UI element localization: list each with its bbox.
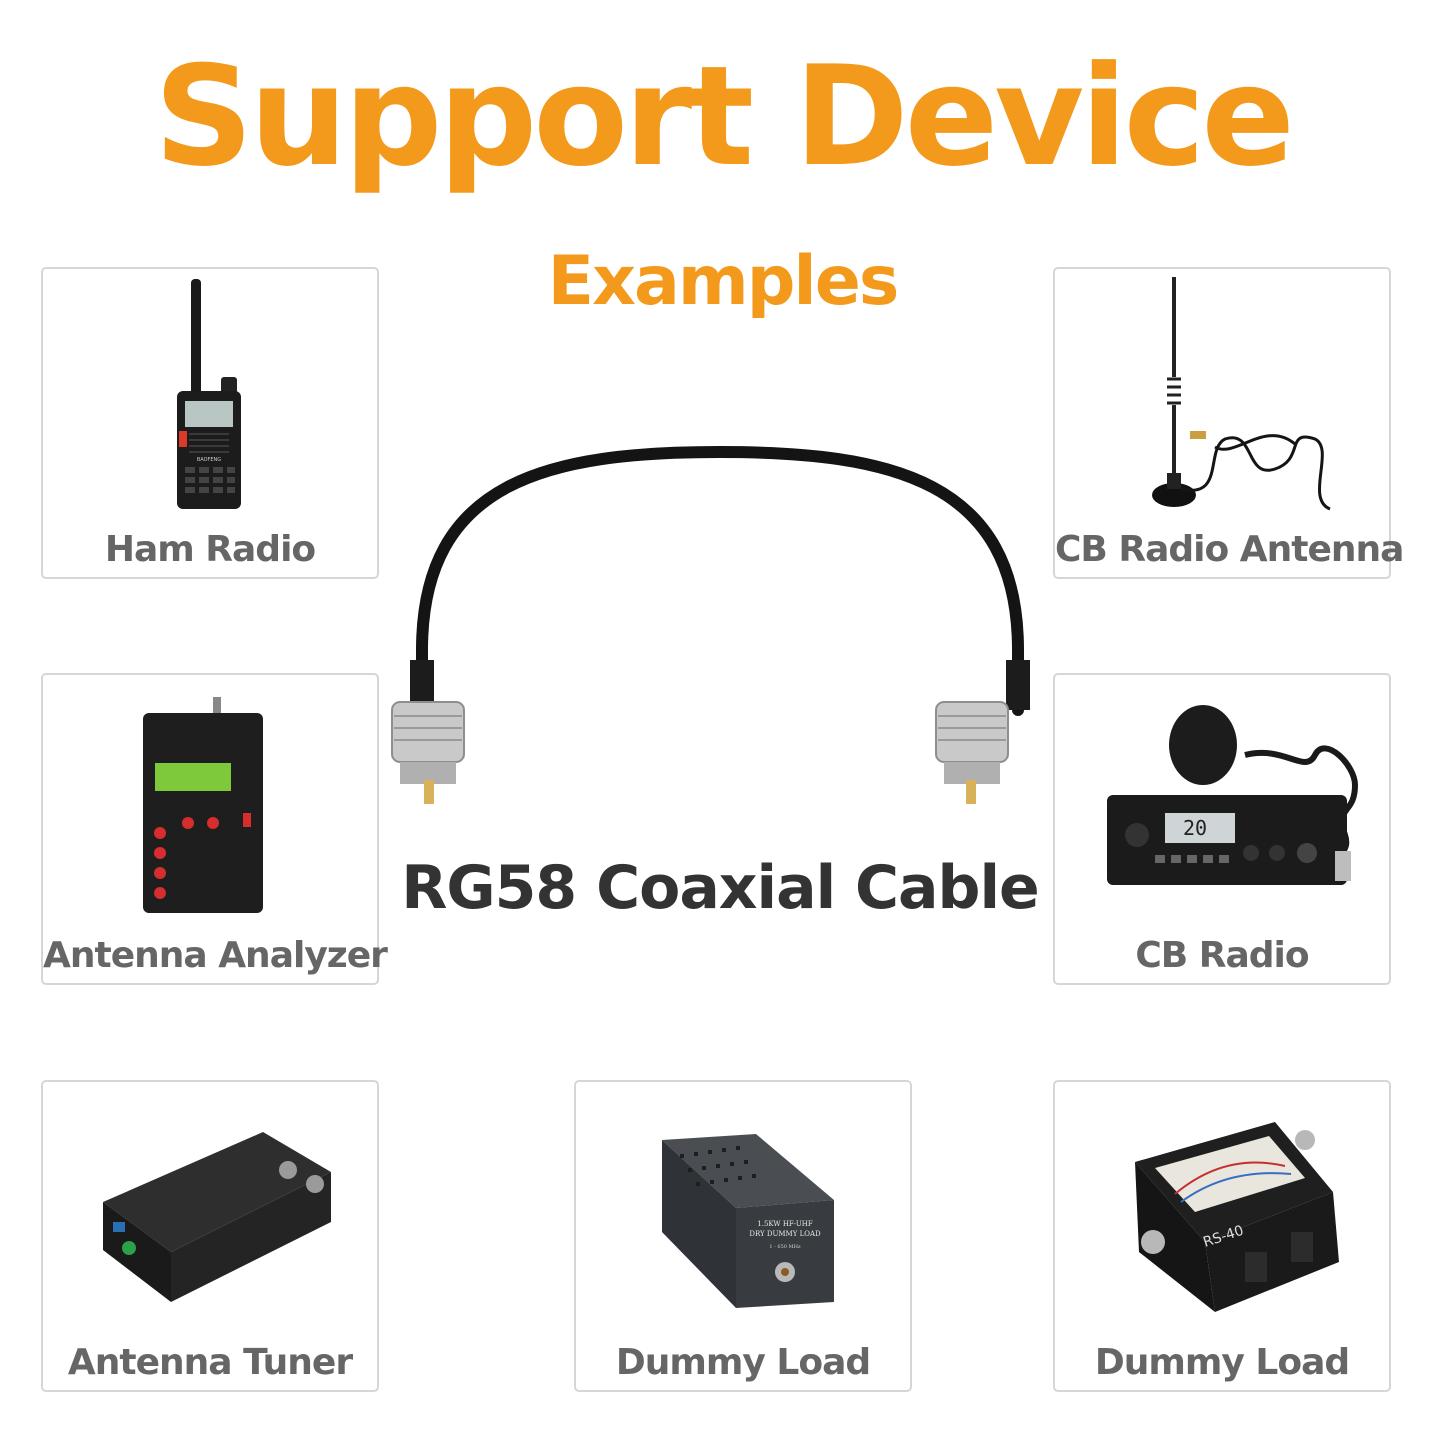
page-title: Support Device — [154, 36, 1295, 197]
device-label: Antenna Analyzer — [43, 934, 388, 976]
device-label: Dummy Load — [615, 1341, 871, 1383]
cb-radio-icon: 20 — [1107, 705, 1359, 886]
device-card-swr-meter: RS-40 Dummy Load — [1053, 1080, 1391, 1392]
swr-meter-icon: RS-40 — [1135, 1122, 1339, 1312]
device-label: Dummy Load — [1094, 1341, 1350, 1383]
antenna-analyzer-icon — [143, 697, 263, 913]
dummy-load-line1: 1.5KW HF-UHF — [757, 1220, 813, 1228]
coaxial-cable-icon — [391, 445, 1030, 804]
device-card-cb-radio-antenna: CB Radio Antenna — [1053, 267, 1404, 579]
dummy-load-icon: 1.5KW HF-UHF DRY DUMMY LOAD 1 - 650 MHz — [662, 1134, 834, 1308]
cb-display: 20 — [1183, 816, 1207, 840]
handheld-radio-icon: BAOFENG — [177, 279, 241, 509]
device-label: CB Radio Antenna — [1055, 528, 1404, 570]
device-label: CB Radio — [1135, 934, 1309, 976]
antenna-tuner-icon — [103, 1132, 331, 1302]
device-card-antenna-tuner: Antenna Tuner — [41, 1080, 379, 1392]
page-subtitle: Examples — [547, 242, 900, 321]
magnetic-antenna-icon — [1152, 277, 1331, 511]
dummy-load-line2: DRY DUMMY LOAD — [749, 1230, 821, 1238]
dummy-load-range: 1 - 650 MHz — [769, 1244, 801, 1250]
device-card-antenna-analyzer: Antenna Analyzer — [41, 673, 388, 985]
ham-radio-brand: BAOFENG — [197, 457, 221, 463]
device-card-ham-radio: BAOFENG Ham Radio — [41, 267, 379, 579]
device-label: Antenna Tuner — [67, 1341, 353, 1383]
device-card-cb-radio: 20 CB Radio — [1053, 673, 1391, 985]
cable-label: RG58 Coaxial Cable — [401, 853, 1040, 923]
device-label: Ham Radio — [104, 528, 316, 570]
device-card-dummy-load: 1.5KW HF-UHF DRY DUMMY LOAD 1 - 650 MHz … — [574, 1080, 912, 1392]
